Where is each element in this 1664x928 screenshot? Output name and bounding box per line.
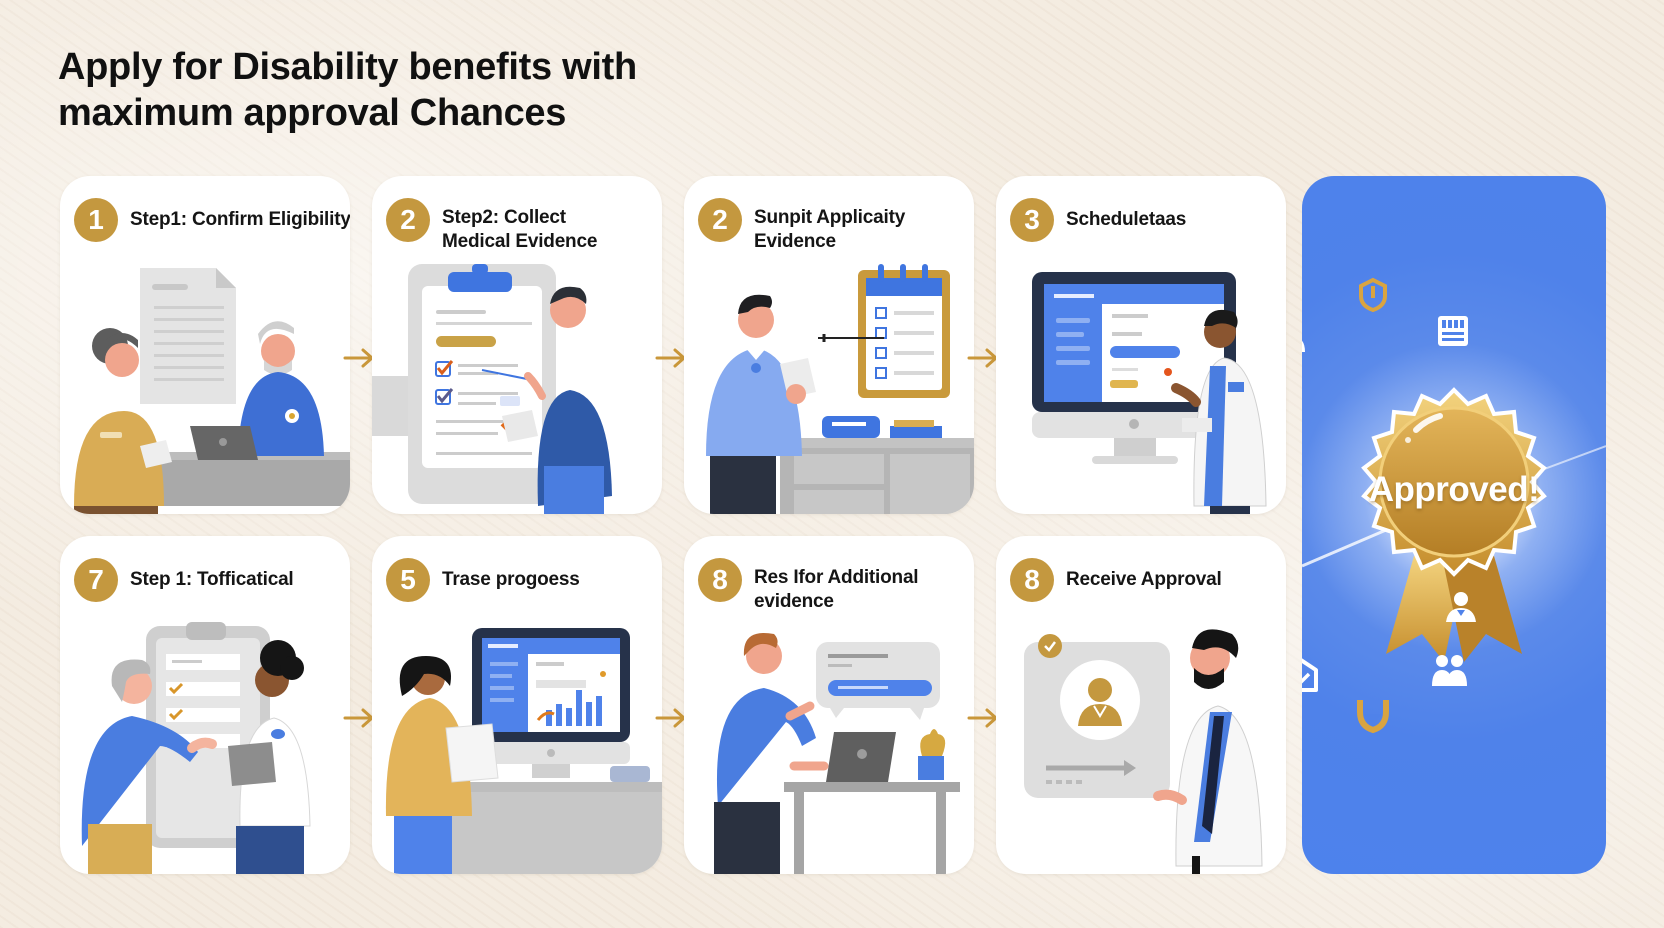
group-icon [1432, 655, 1467, 686]
page-title: Apply for Disability benefits with maxim… [58, 44, 637, 136]
step-title: Step2: Collect Medical Evidence [442, 207, 598, 252]
step-card-6: 5 Trase progoess [372, 536, 662, 874]
step-card-1: 1 Step1: Confirm Eligibility [60, 176, 350, 514]
step-title: Scheduletaas [1066, 209, 1187, 230]
eligibility-illustration [74, 268, 350, 514]
step-number-badge: 2 [698, 198, 742, 242]
step-number-badge: 8 [698, 558, 742, 602]
track-progress-illustration [385, 628, 662, 874]
step-title: Sunpit Applicaity Evidence [754, 207, 906, 252]
title-line-2: maximum approval Chances [58, 92, 567, 134]
title-line-1: Apply for Disability benefits with [58, 46, 637, 88]
seal-rosette-icon [1361, 387, 1547, 662]
approval-panel: Approved! [1302, 176, 1606, 874]
official-review-illustration [81, 622, 311, 874]
doctor-icon [1302, 340, 1305, 352]
step-number-badge: 7 [74, 558, 118, 602]
step-number-badge: 5 [386, 558, 430, 602]
step-card-2: 2 Step2: Collect Medical Evidence [372, 176, 662, 514]
step-card-4: 3 Scheduletaas [996, 176, 1286, 514]
medical-evidence-illustration [372, 264, 612, 514]
shield-icon [1359, 277, 1387, 313]
step-title: Receive Approval [1066, 569, 1222, 590]
receive-approval-illustration [1024, 629, 1263, 874]
step-card-3: 2 Sunpit Applicaity Evidence [684, 176, 974, 514]
step-number-badge: 2 [386, 198, 430, 242]
submit-application-illustration [706, 264, 974, 514]
step-number-badge: 1 [74, 198, 118, 242]
schedule-illustration [1032, 272, 1267, 514]
step-card-8: 8 Receive Approval [996, 536, 1286, 874]
step-title: Res Ifor Additional evidence [754, 567, 919, 612]
step-number-badge: 8 [1010, 558, 1054, 602]
home-check-icon [1302, 658, 1318, 692]
step-number-badge: 3 [1010, 198, 1054, 242]
hands-icon [1357, 700, 1389, 734]
step-title: Step1: Confirm Eligibility [130, 209, 350, 230]
step-card-7: 8 Res Ifor Additional evidence [684, 536, 974, 874]
step-title: Trase progoess [442, 569, 580, 590]
approved-label: Approved! [1368, 470, 1540, 509]
approved-seal: Approved! [1352, 386, 1556, 676]
step-card-5: 7 Step 1: Tofficatical [60, 536, 350, 874]
user-icon [1446, 592, 1476, 622]
document-icon [1438, 316, 1468, 346]
additional-evidence-illustration [714, 632, 960, 874]
step-title: Step 1: Tofficatical [130, 569, 294, 590]
